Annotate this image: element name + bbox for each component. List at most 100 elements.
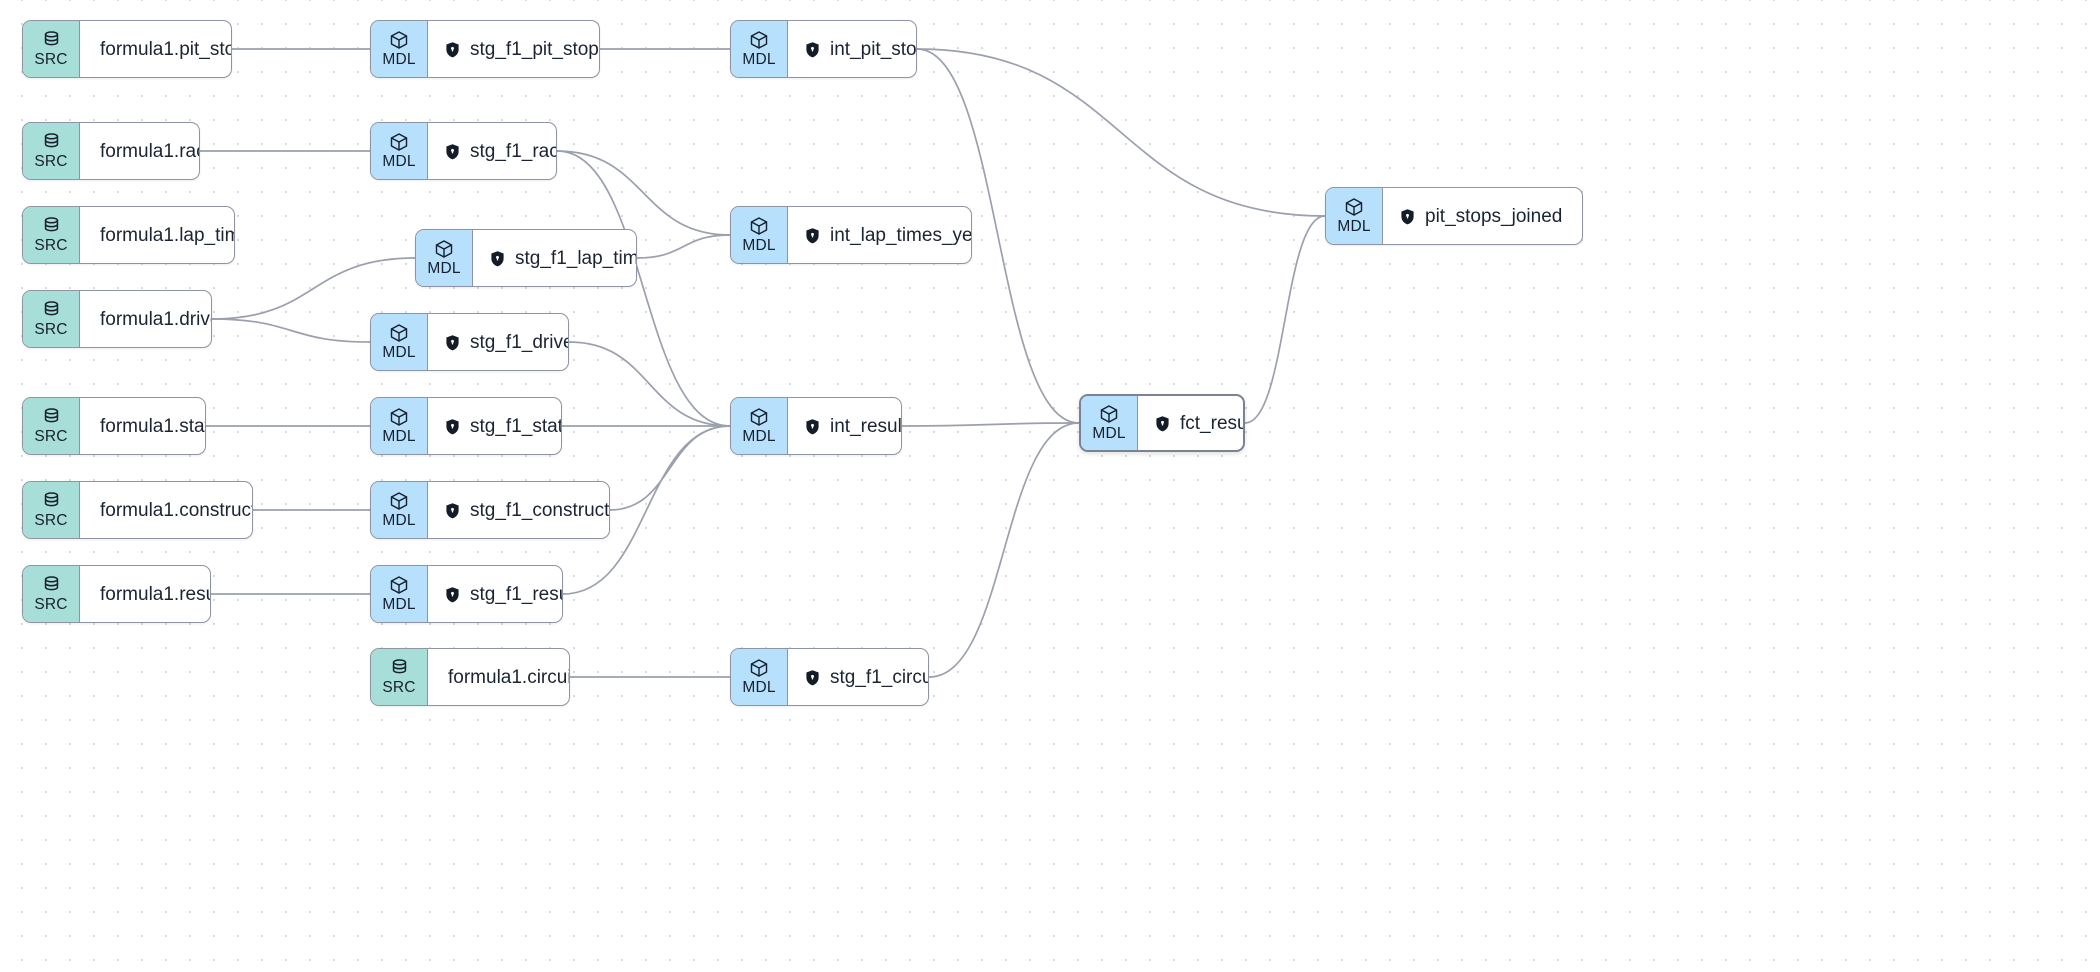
node-body-stg_circuits: stg_f1_circuits [788,649,928,705]
node-label-src_constructors: formula1.constructors [100,499,252,521]
node-type-code-src_results: SRC [34,596,68,614]
node-body-int_results: int_results [788,398,902,454]
node-type-code-stg_races: MDL [382,153,416,171]
shield-lock-icon [444,334,461,351]
node-type-code-src_status: SRC [34,428,68,446]
graph-node-stg_results[interactable]: MDL stg_f1_results [370,565,563,623]
node-type-badge-src_pit_stops: SRC [23,21,80,77]
node-label-fct_results: fct_results [1180,412,1245,434]
node-label-stg_results: stg_f1_results [470,583,562,605]
node-type-badge-int_lap_times_years: MDL [731,207,788,263]
shield-lock-icon [444,586,461,603]
graph-node-stg_lap_times[interactable]: MDL stg_f1_lap_times [415,229,637,287]
database-icon [42,300,61,321]
node-body-src_constructors: formula1.constructors [80,482,252,538]
graph-node-int_lap_times_years[interactable]: MDL int_lap_times_years [730,206,972,264]
shield-lock-icon [804,227,821,244]
node-body-src_lap_times: formula1.lap_times [80,207,234,263]
node-label-src_results: formula1.results [100,583,210,605]
node-label-src_lap_times: formula1.lap_times [100,224,234,246]
node-type-badge-int_results: MDL [731,398,788,454]
cube-icon [389,132,409,153]
node-label-int_results: int_results [830,415,902,437]
node-label-stg_constructors: stg_f1_constructors [470,499,610,521]
shield-lock-icon [444,418,461,435]
node-type-badge-src_status: SRC [23,398,80,454]
node-body-stg_results: stg_f1_results [428,566,562,622]
node-body-stg_status: stg_f1_status [428,398,561,454]
node-type-badge-src_results: SRC [23,566,80,622]
graph-edge-stg_circuits-to-fct_results [928,422,1080,678]
node-body-src_circuits: formula1.circuits [428,649,569,705]
node-body-src_results: formula1.results [80,566,210,622]
shield-lock-icon [444,41,461,58]
cube-icon [434,239,454,260]
node-type-code-src_circuits: SRC [382,679,416,697]
node-type-badge-src_races: SRC [23,123,80,179]
node-label-int_lap_times_years: int_lap_times_years [830,224,972,246]
node-label-src_circuits: formula1.circuits [448,666,569,688]
node-label-src_drivers: formula1.drivers [100,308,211,330]
node-type-badge-stg_results: MDL [371,566,428,622]
graph-edge-int_results-to-fct_results [901,422,1080,427]
node-type-code-src_constructors: SRC [34,512,68,530]
graph-node-int_results[interactable]: MDL int_results [730,397,902,455]
node-body-stg_races: stg_f1_races [428,123,556,179]
node-type-badge-stg_pit_stops: MDL [371,21,428,77]
shield-lock-icon [1399,208,1416,225]
graph-node-stg_circuits[interactable]: MDL stg_f1_circuits [730,648,929,706]
node-type-code-fct_results: MDL [1092,425,1126,443]
node-label-stg_lap_times: stg_f1_lap_times [515,247,637,269]
graph-node-stg_drivers[interactable]: MDL stg_f1_drivers [370,313,569,371]
graph-node-stg_constructors[interactable]: MDL stg_f1_constructors [370,481,610,539]
database-icon [42,30,61,51]
node-type-badge-stg_drivers: MDL [371,314,428,370]
graph-node-stg_races[interactable]: MDL stg_f1_races [370,122,557,180]
graph-node-fct_results[interactable]: MDL fct_results [1079,394,1245,452]
node-type-badge-src_lap_times: SRC [23,207,80,263]
node-type-code-int_lap_times_years: MDL [742,237,776,255]
graph-node-pit_stops_joined[interactable]: MDL pit_stops_joined [1325,187,1583,245]
graph-edge-stg_lap_times-to-int_lap_times_years [636,234,731,259]
node-type-code-stg_drivers: MDL [382,344,416,362]
node-label-stg_races: stg_f1_races [470,140,556,162]
shield-lock-icon [804,418,821,435]
node-type-badge-stg_lap_times: MDL [416,230,473,286]
node-type-badge-stg_constructors: MDL [371,482,428,538]
node-body-stg_drivers: stg_f1_drivers [428,314,568,370]
node-type-code-src_drivers: SRC [34,321,68,339]
node-label-pit_stops_joined: pit_stops_joined [1425,205,1563,227]
cube-icon [389,30,409,51]
cube-icon [749,407,769,428]
graph-node-stg_pit_stops[interactable]: MDL stg_f1_pit_stops [370,20,600,78]
graph-edge-src_drivers-to-stg_lap_times [211,257,416,320]
graph-node-src_circuits[interactable]: SRC formula1.circuits [370,648,570,706]
node-type-code-stg_circuits: MDL [742,679,776,697]
graph-node-src_constructors[interactable]: SRC formula1.constructors [22,481,253,539]
node-type-code-src_races: SRC [34,153,68,171]
node-type-badge-pit_stops_joined: MDL [1326,188,1383,244]
node-body-src_status: formula1.status [80,398,205,454]
graph-node-src_results[interactable]: SRC formula1.results [22,565,211,623]
shield-lock-icon [804,669,821,686]
database-icon [42,575,61,596]
node-type-code-int_results: MDL [742,428,776,446]
node-type-code-int_pit_stops: MDL [742,51,776,69]
graph-node-src_lap_times[interactable]: SRC formula1.lap_times [22,206,235,264]
node-type-badge-int_pit_stops: MDL [731,21,788,77]
node-type-badge-src_constructors: SRC [23,482,80,538]
graph-node-src_status[interactable]: SRC formula1.status [22,397,206,455]
node-type-code-stg_lap_times: MDL [427,260,461,278]
node-label-stg_pit_stops: stg_f1_pit_stops [470,38,600,60]
node-type-badge-stg_status: MDL [371,398,428,454]
graph-node-src_drivers[interactable]: SRC formula1.drivers [22,290,212,348]
node-type-code-stg_pit_stops: MDL [382,51,416,69]
node-label-stg_drivers: stg_f1_drivers [470,331,568,353]
node-type-badge-src_circuits: SRC [371,649,428,705]
